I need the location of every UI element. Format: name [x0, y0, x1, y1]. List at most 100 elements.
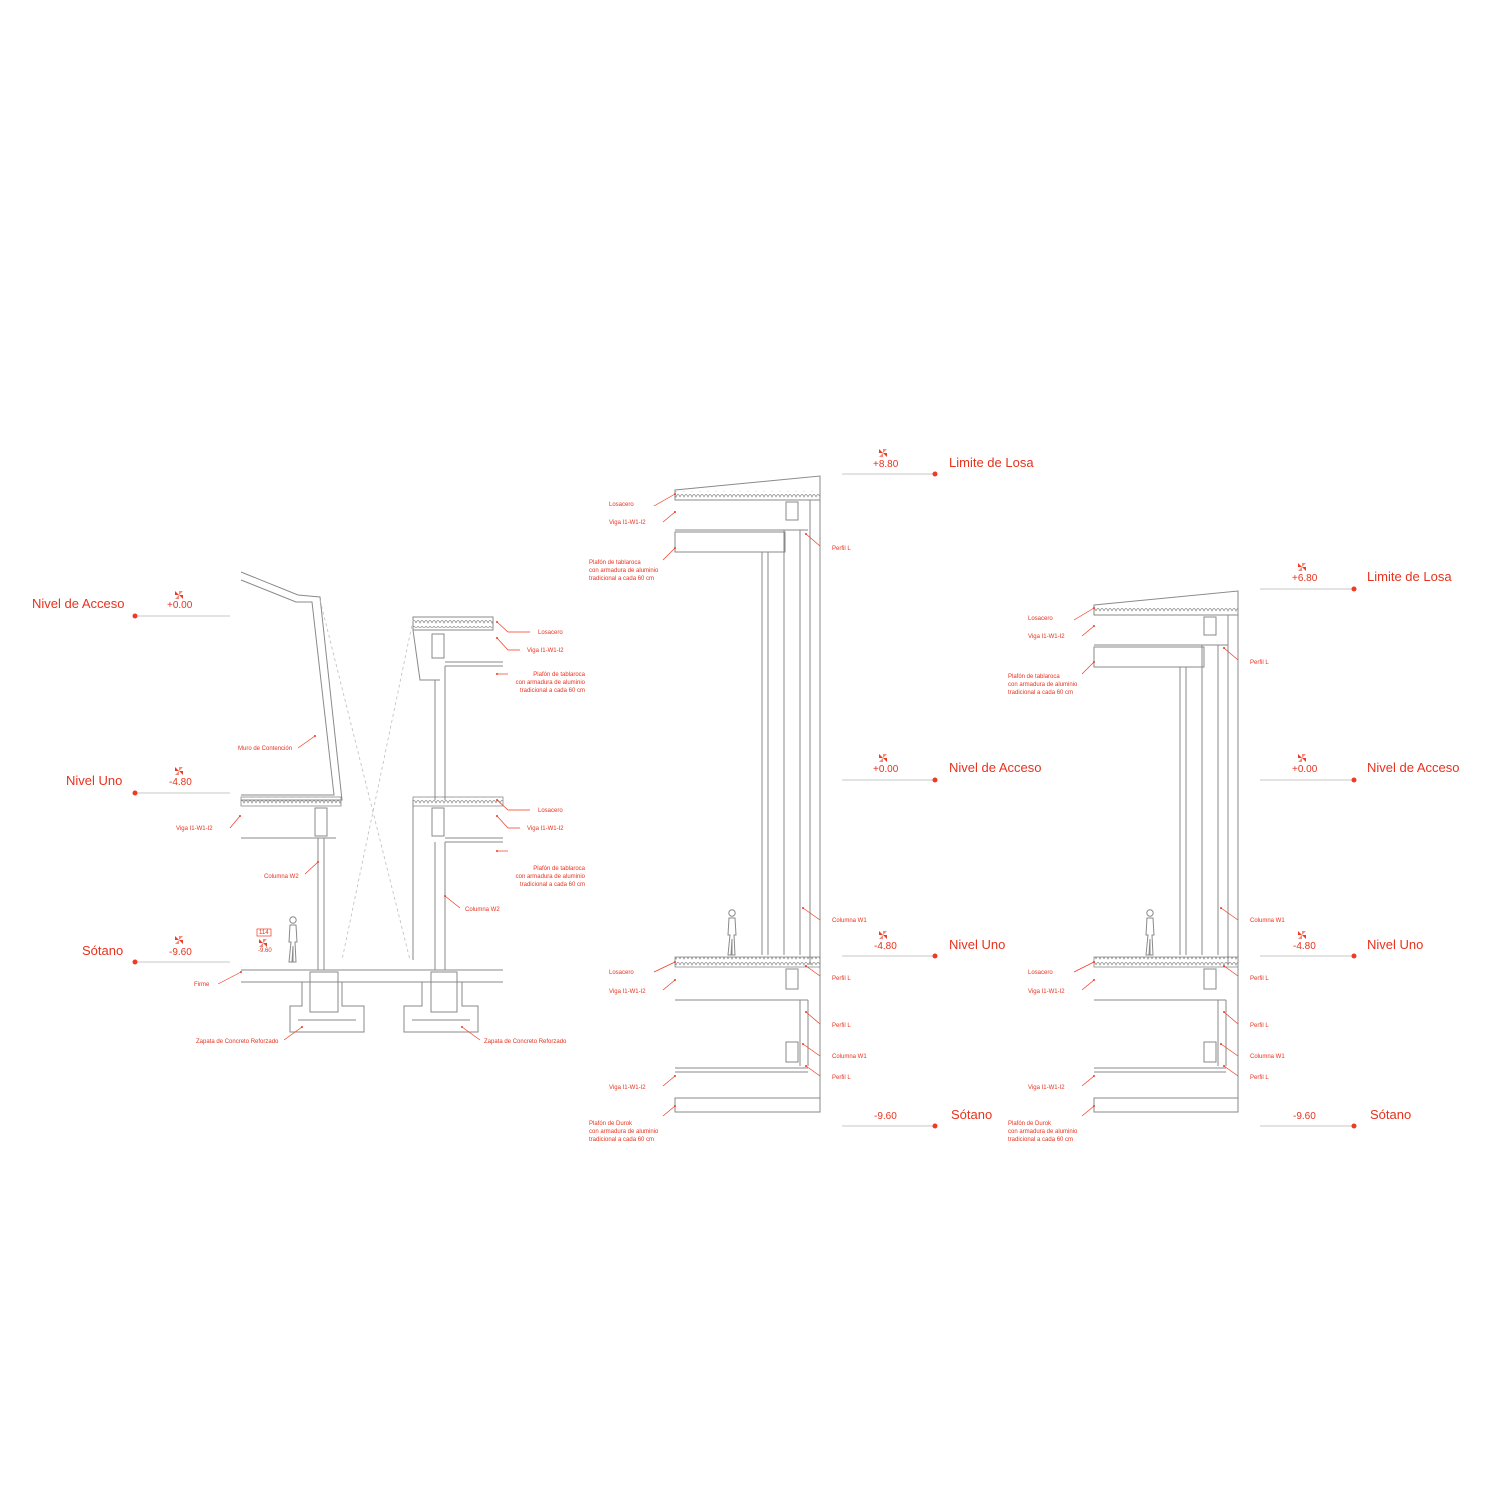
level-name: Nivel Uno [949, 937, 1005, 952]
note-plafon-s1b: Plafón de tablaroca con armadura de alum… [496, 850, 586, 888]
svg-text:con armadura de aluminio: con armadura de aluminio [516, 874, 586, 880]
level-elevation: -4.80 [169, 777, 192, 788]
note-columna-s2-2: Columna W1 [802, 1043, 867, 1060]
note-zapata-s1-left: Zapata de Concreto Reforzado [196, 1026, 303, 1045]
level-losa-s2: +8.80 Limite de Losa [873, 449, 1034, 477]
svg-text:Plafón de tablaroca: Plafón de tablaroca [533, 866, 585, 872]
note-plafon-s2-top: Plafón de tablaroca con armadura de alum… [589, 547, 676, 582]
level-name: Nivel de Acceso [32, 596, 125, 611]
svg-text:Perfil L: Perfil L [1250, 1023, 1269, 1029]
note-viga-s2-top: Viga I1-W1-I2 [609, 511, 676, 526]
svg-text:Zapata de Concreto Reforzado: Zapata de Concreto Reforzado [484, 1039, 567, 1045]
note-columna-s1-right: Columna W2 [444, 895, 500, 913]
level-acceso-s1: Nivel de Acceso +0.00 [32, 591, 193, 619]
level-tag-s1: 114 -9.60 [258, 930, 272, 954]
note-losacero-s3-top: Losacero [1028, 607, 1095, 622]
svg-text:Losacero: Losacero [609, 502, 634, 508]
note-perfil-s3-top: Perfil L [1223, 647, 1269, 666]
level-labels: Nivel de Acceso +0.00 Nivel Uno -4.80 Só… [32, 449, 1460, 1129]
svg-text:tradicional a cada 60 cm: tradicional a cada 60 cm [520, 882, 585, 888]
section-3 [1093, 588, 1352, 1127]
svg-text:Columna W1: Columna W1 [832, 1054, 867, 1060]
note-viga-s1a: Viga I1-W1-I2 [496, 637, 564, 654]
svg-text:tradicional a cada 60 cm: tradicional a cada 60 cm [520, 688, 585, 694]
svg-text:Muro de Contención: Muro de Contención [238, 746, 292, 752]
level-elevation: -9.60 [169, 947, 192, 958]
note-viga-s2-mid: Viga I1-W1-I2 [609, 979, 676, 995]
svg-text:Zapata de Concreto Reforzado: Zapata de Concreto Reforzado [196, 1039, 279, 1045]
svg-text:Perfil L: Perfil L [1250, 976, 1269, 982]
level-elevation: -4.80 [874, 941, 897, 952]
svg-text:Losacero: Losacero [1028, 970, 1053, 976]
svg-text:con armadura de aluminio: con armadura de aluminio [589, 568, 659, 574]
section-2 [674, 473, 935, 1127]
svg-text:con armadura de aluminio: con armadura de aluminio [589, 1129, 659, 1135]
note-columna-s3-1: Columna W1 [1220, 907, 1285, 924]
note-plafon-s3-top: Plafón de tablaroca con armadura de alum… [1008, 661, 1095, 696]
svg-text:Plafón de tablaroca: Plafón de tablaroca [589, 560, 641, 566]
level-name: Nivel Uno [1367, 937, 1423, 952]
svg-text:Firme: Firme [194, 982, 210, 988]
svg-text:Columna W1: Columna W1 [1250, 918, 1285, 924]
svg-text:Losacero: Losacero [609, 970, 634, 976]
svg-text:con armadura de aluminio: con armadura de aluminio [516, 680, 586, 686]
note-losacero-s1a: Losacero [496, 621, 563, 636]
note-perfil-s3-low: Perfil L [1223, 1065, 1269, 1081]
level-sotano-s2: -9.60 Sótano [874, 1107, 992, 1129]
note-firme-s1: Firme [194, 971, 242, 988]
svg-text:Columna W1: Columna W1 [1250, 1054, 1285, 1060]
tag-elevation: -9.60 [258, 948, 272, 954]
level-uno-s3: -4.80 Nivel Uno [1293, 931, 1423, 959]
note-perfil-s2-mid2: Perfil L [805, 1011, 851, 1029]
level-name: Limite de Losa [1367, 569, 1452, 584]
level-uno-s2: -4.80 Nivel Uno [874, 931, 1005, 959]
section-1 [135, 571, 504, 1033]
svg-text:Viga I1-W1-I2: Viga I1-W1-I2 [609, 1085, 646, 1091]
level-elevation: +0.00 [873, 764, 899, 775]
svg-text:tradicional a cada 60 cm: tradicional a cada 60 cm [1008, 1137, 1073, 1143]
note-viga-s2-low: Viga I1-W1-I2 [609, 1075, 676, 1091]
level-name: Sótano [951, 1107, 992, 1122]
svg-text:Perfil L: Perfil L [832, 976, 851, 982]
note-viga-s3-low: Viga I1-W1-I2 [1028, 1075, 1095, 1091]
svg-text:tradicional a cada 60 cm: tradicional a cada 60 cm [1008, 690, 1073, 696]
level-uno-s1: Nivel Uno -4.80 [66, 767, 192, 796]
level-losa-s3: +6.80 Limite de Losa [1292, 563, 1452, 592]
level-elevation: -4.80 [1293, 941, 1316, 952]
note-perfil-s2-mid1: Perfil L [805, 965, 851, 982]
svg-text:Columna W2: Columna W2 [264, 874, 299, 880]
svg-text:Viga I1-W1-I2: Viga I1-W1-I2 [527, 826, 564, 832]
svg-text:Plafón de tablaroca: Plafón de tablaroca [533, 672, 585, 678]
level-name: Nivel de Acceso [949, 760, 1042, 775]
note-plafon-s3-low: Plafón de Durok con armadura de aluminio… [1008, 1105, 1095, 1143]
level-elevation: +8.80 [873, 459, 899, 470]
level-acceso-s3: +0.00 Nivel de Acceso [1292, 754, 1460, 783]
note-columna-s2-1: Columna W1 [802, 907, 867, 924]
note-viga-s3-mid: Viga I1-W1-I2 [1028, 979, 1095, 995]
note-losacero-s1b: Losacero [496, 799, 563, 814]
svg-text:Losacero: Losacero [538, 808, 563, 814]
svg-text:Viga I1-W1-I2: Viga I1-W1-I2 [527, 648, 564, 654]
note-viga-s1-left: Viga I1-W1-I2 [176, 815, 241, 832]
note-muro-s1: Muro de Contención [238, 735, 316, 752]
svg-text:tradicional a cada 60 cm: tradicional a cada 60 cm [589, 1137, 654, 1143]
svg-text:Perfil L: Perfil L [1250, 660, 1269, 666]
level-elevation: +6.80 [1292, 573, 1318, 584]
svg-text:Perfil L: Perfil L [832, 1023, 851, 1029]
level-name: Nivel Uno [66, 773, 122, 788]
annotations: Losacero Viga I1-W1-I2 Plafón de tablaro… [176, 493, 1285, 1143]
svg-text:con armadura de aluminio: con armadura de aluminio [1008, 682, 1078, 688]
level-name: Sótano [1370, 1107, 1411, 1122]
level-sotano-s3: -9.60 Sótano [1293, 1107, 1411, 1129]
svg-text:Losacero: Losacero [538, 630, 563, 636]
level-elevation: +0.00 [167, 600, 193, 611]
note-plafon-s1a: Plafón de tablaroca con armadura de alum… [496, 672, 586, 694]
svg-text:Plafón de Durok: Plafón de Durok [1008, 1121, 1052, 1127]
svg-text:Viga I1-W1-I2: Viga I1-W1-I2 [1028, 989, 1065, 995]
svg-text:tradicional a cada 60 cm: tradicional a cada 60 cm [589, 576, 654, 582]
level-elevation: -9.60 [1293, 1111, 1316, 1122]
note-losacero-s2-top: Losacero [609, 493, 676, 508]
svg-text:Perfil L: Perfil L [1250, 1075, 1269, 1081]
note-perfil-s2-low: Perfil L [805, 1065, 851, 1081]
